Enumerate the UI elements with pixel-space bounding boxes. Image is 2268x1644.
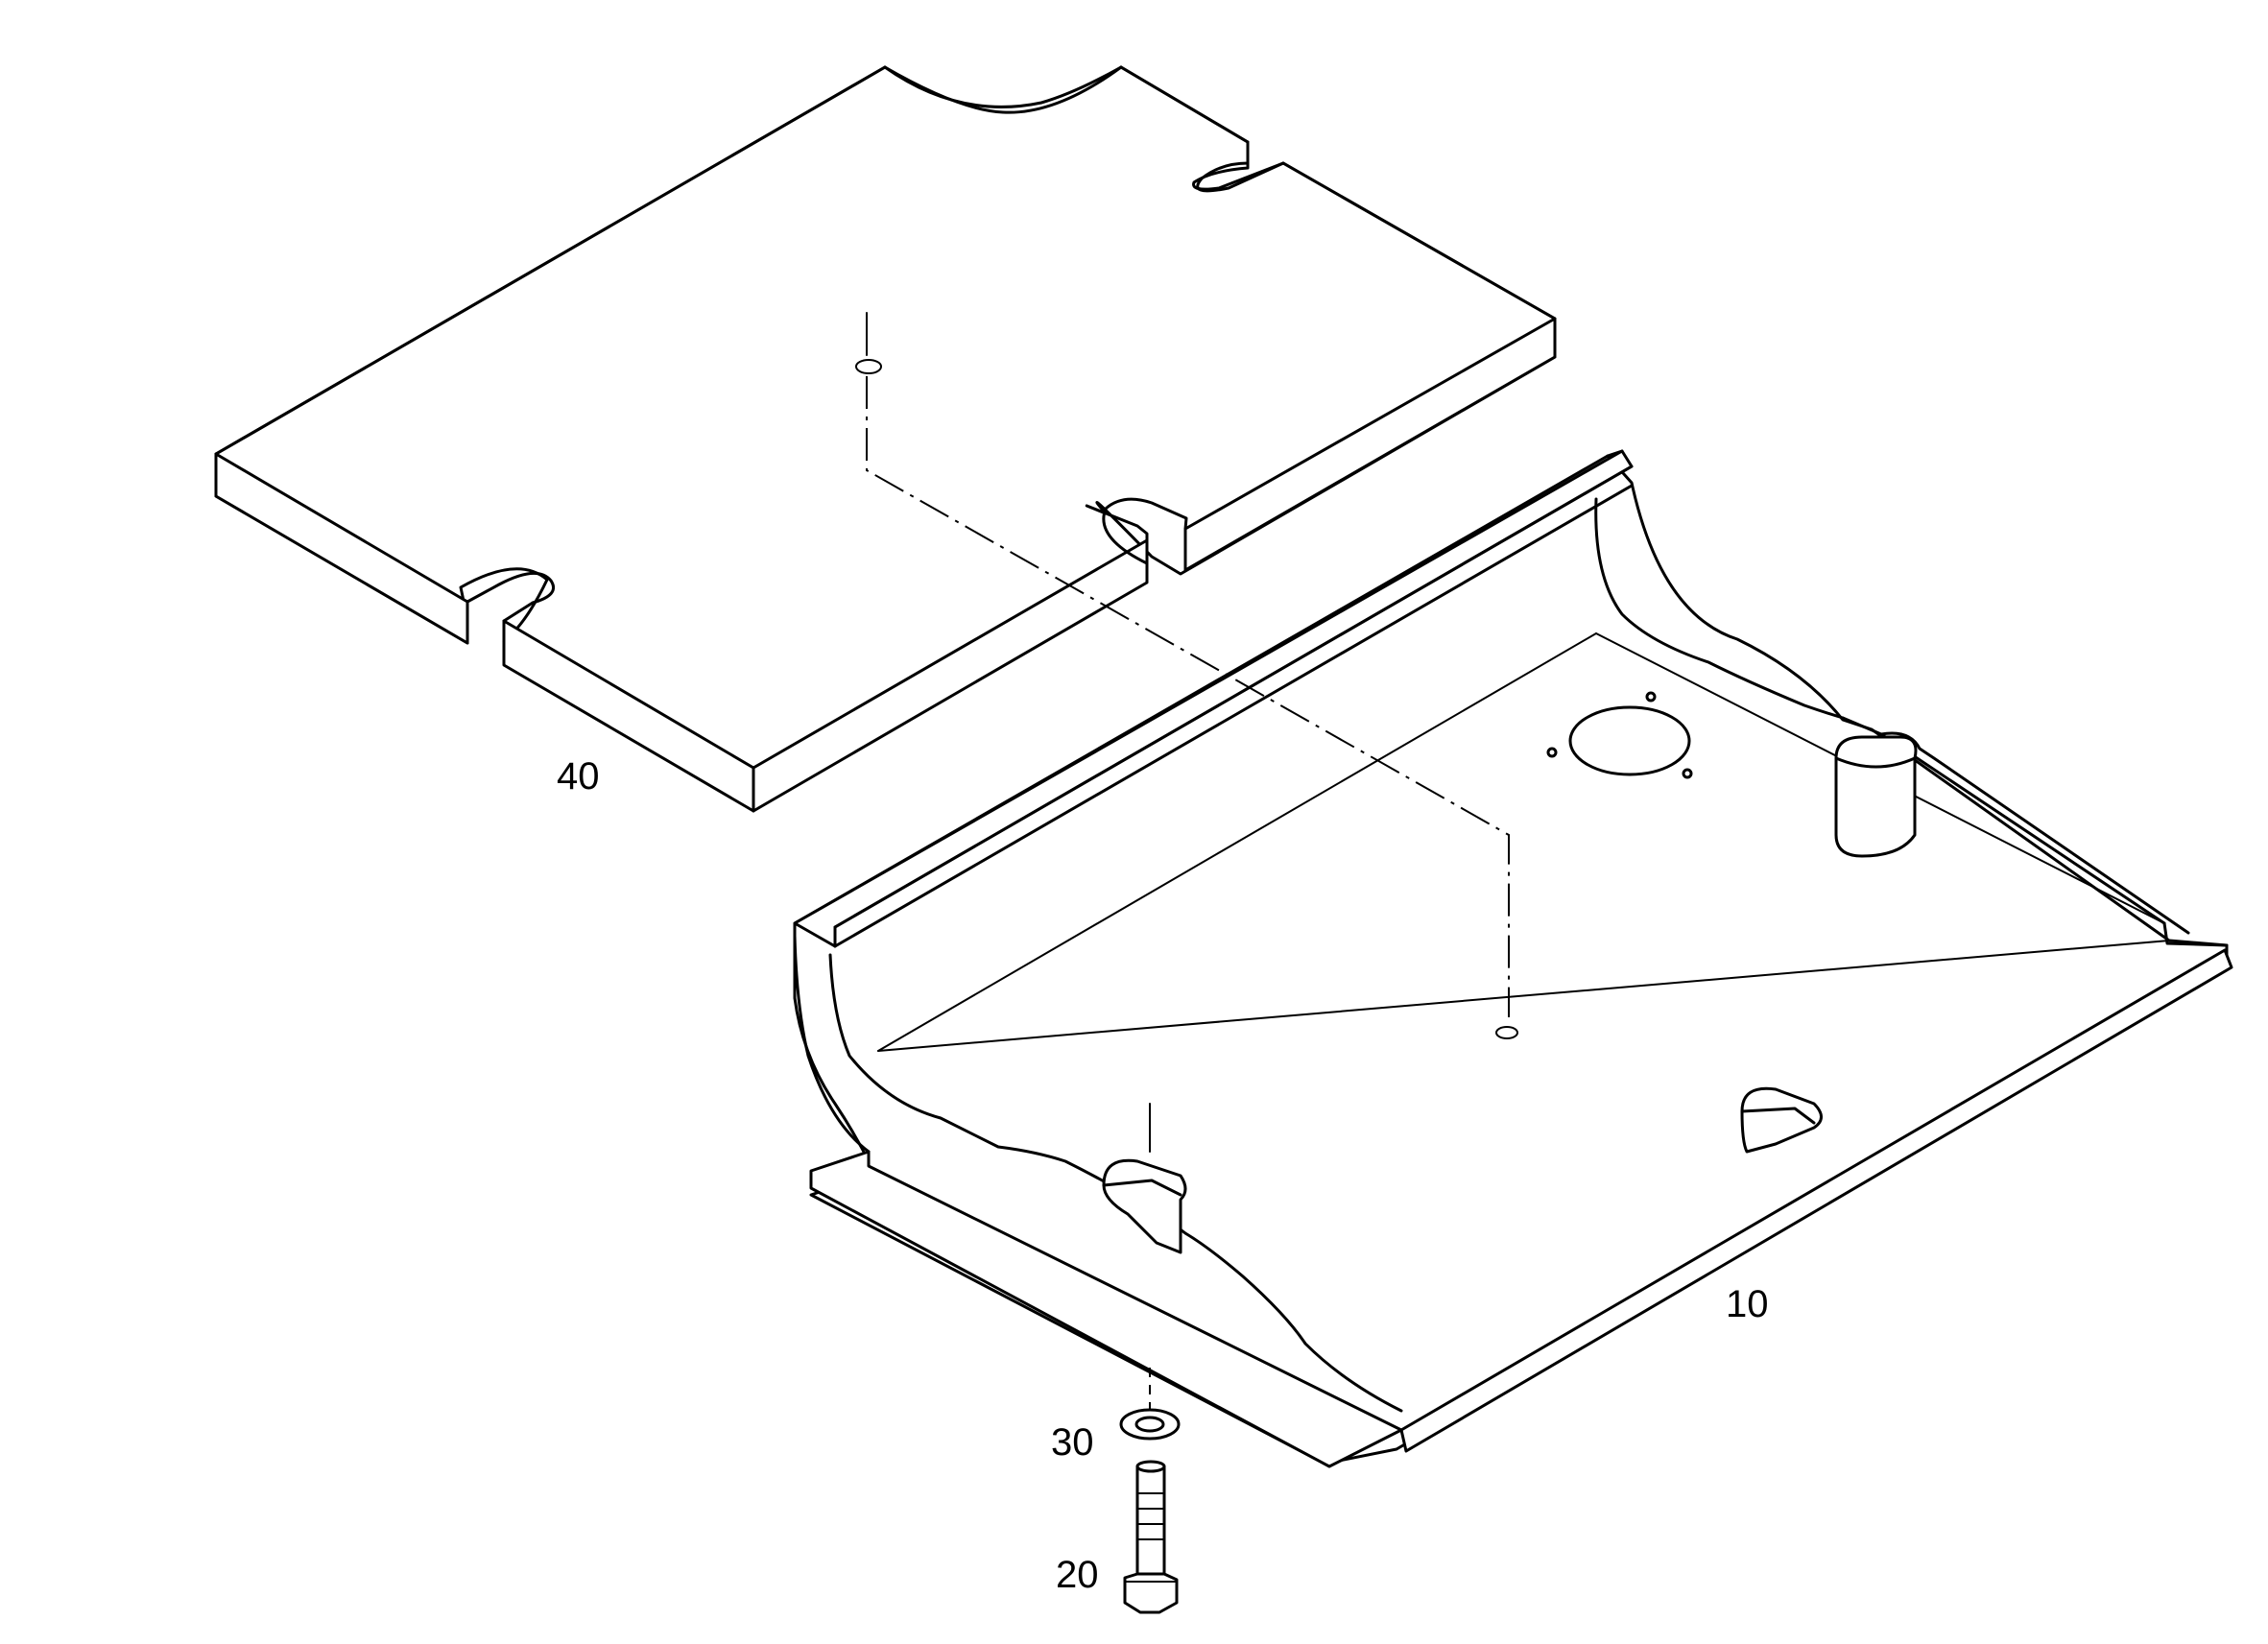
callouts: 40 10 30 20 xyxy=(557,755,1769,1596)
callout-40: 40 xyxy=(557,755,600,798)
part-20-bolt xyxy=(1123,1460,1179,1614)
callout-30: 30 xyxy=(1051,1421,1094,1464)
callout-10: 10 xyxy=(1726,1283,1769,1325)
callout-20: 20 xyxy=(1056,1554,1099,1596)
part-30-washer xyxy=(1119,1408,1181,1441)
part-10-tray xyxy=(793,449,2233,1468)
assembly-center-lines xyxy=(866,312,1510,1409)
part-40-pad xyxy=(214,65,1557,813)
